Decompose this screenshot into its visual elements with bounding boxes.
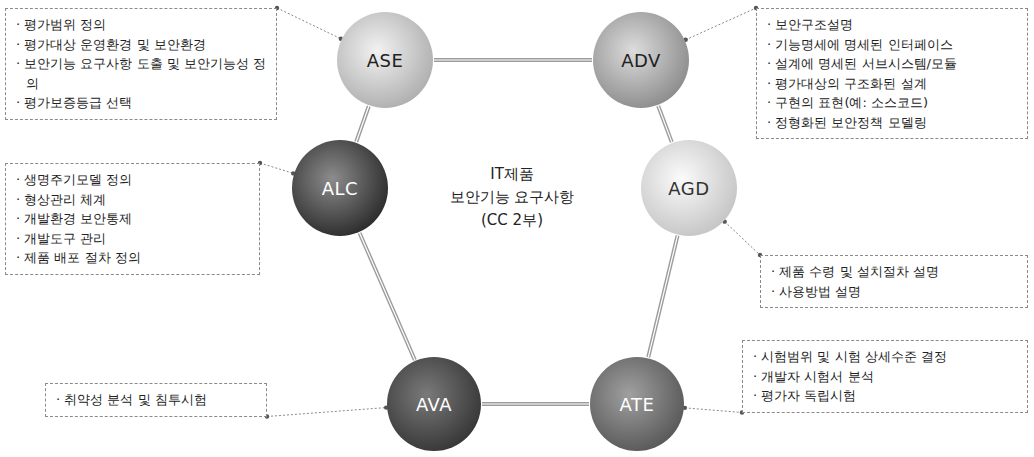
callout-box: · 제품 수령 및 설치절차 설명· 사용방법 설명 <box>760 255 1028 308</box>
callout-item: · 평가범위 정의 <box>16 15 266 35</box>
ring-connector <box>482 402 589 406</box>
leader-line <box>267 408 386 417</box>
ring-stripe <box>658 106 672 142</box>
circle-fill <box>590 357 684 451</box>
category-code: ALC <box>322 178 358 199</box>
category-circle: ALC <box>291 139 389 237</box>
circle-fill <box>641 140 737 236</box>
ring-connector <box>658 106 672 142</box>
callout-box: · 시험범위 및 시험 상세수준 결정· 개발자 시험서 분석· 평가자 독립시… <box>742 340 1028 413</box>
callout-box: · 보안구조설명· 기능명세에 명세된 인터페이스· 설계에 명세된 서브시스템… <box>756 8 1028 139</box>
category-circle: AVA <box>386 356 482 452</box>
category-circle: AGD <box>640 139 738 237</box>
leader-line <box>685 408 742 413</box>
callout-item: · 평가보증등급 선택 <box>16 93 266 113</box>
callout-item: · 개발환경 보안통제 <box>16 209 249 229</box>
leader-line <box>686 8 756 40</box>
circle-fill <box>292 140 388 236</box>
leader-line <box>260 163 293 173</box>
leader-line <box>725 222 760 255</box>
callout-item: · 취약성 분석 및 침투시험 <box>56 390 256 410</box>
category-circle: ADV <box>592 11 690 109</box>
ring-connector <box>360 233 415 360</box>
ring-stripe <box>360 233 415 360</box>
ring-connector <box>356 106 368 142</box>
callout-item: · 보안구조설명 <box>767 15 1017 35</box>
callout-item: · 시험범위 및 시험 상세수준 결정 <box>753 347 1017 367</box>
ring-connector <box>434 58 592 62</box>
category-code: ATE <box>620 394 655 415</box>
callout-item: · 평가대상 운영환경 및 보안환경 <box>16 35 266 55</box>
callout-box: · 취약성 분석 및 침투시험 <box>45 383 267 417</box>
circle-fill <box>387 357 481 451</box>
callout-box: · 생명주기모델 정의· 형상관리 체계· 개발환경 보안통제· 개발도구 관리… <box>5 163 260 275</box>
category-code: AVA <box>416 394 452 415</box>
center-title: IT제품 <box>427 163 597 186</box>
callout-item: · 기능명세에 명세된 인터페이스 <box>767 35 1017 55</box>
center-title: (CC 2부) <box>427 209 597 232</box>
category-code: AGD <box>668 178 709 199</box>
callout-item: · 제품 수령 및 설치절차 설명 <box>771 262 1017 282</box>
callout-item: · 평가대상의 구조화된 설계 <box>767 74 1017 94</box>
circle-fill <box>593 12 689 108</box>
ring-connector <box>648 236 677 358</box>
callout-item: · 개발도구 관리 <box>16 229 249 249</box>
callout-item: · 제품 배포 절차 정의 <box>16 248 249 268</box>
leader-line <box>277 8 341 39</box>
callout-item: · 평가자 독립시험 <box>753 386 1017 406</box>
callout-item: · 설계에 명세된 서브시스템/모듈 <box>767 54 1017 74</box>
callout-item: · 구현의 표현(예: 소스코드) <box>767 93 1017 113</box>
callout-box: · 평가범위 정의· 평가대상 운영환경 및 보안환경· 보안기능 요구사항 도… <box>5 8 277 120</box>
ring-stripe <box>356 106 368 142</box>
callout-item: · 생명주기모델 정의 <box>16 170 249 190</box>
ring-stripe <box>434 59 592 60</box>
center-title-block: IT제품보안기능 요구사항(CC 2부) <box>427 163 597 232</box>
callout-item: · 개발자 시험서 분석 <box>753 367 1017 387</box>
callout-item: · 정형화된 보안정책 모델링 <box>767 113 1017 133</box>
ring-stripe <box>648 236 677 358</box>
callout-item: · 사용방법 설명 <box>771 282 1017 302</box>
ring-stripe <box>482 403 589 404</box>
circle-fill <box>337 12 433 108</box>
category-circle: ATE <box>589 356 685 452</box>
edge-group <box>258 6 762 419</box>
category-code: ADV <box>621 50 661 71</box>
center-title: 보안기능 요구사항 <box>427 186 597 209</box>
category-circle: ASE <box>336 11 434 109</box>
callout-item: · 형상관리 체계 <box>16 190 249 210</box>
category-code: ASE <box>367 50 404 71</box>
callout-item: · 보안기능 요구사항 도출 및 보안기능성 정의 <box>16 54 266 93</box>
